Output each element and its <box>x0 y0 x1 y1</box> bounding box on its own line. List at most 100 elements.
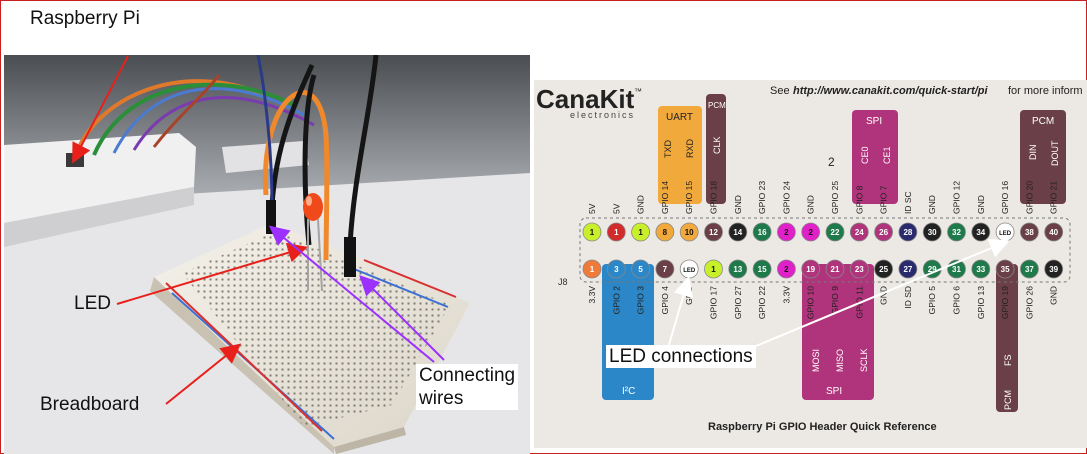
bottom-pin-6-circle <box>704 259 723 279</box>
top-pin-18-number: LED <box>999 231 1012 237</box>
top-label-17: GND <box>976 195 986 214</box>
top-pin-11-circle <box>825 222 845 242</box>
connecting-wires-line1: Connecting <box>419 365 516 386</box>
led-component <box>303 193 323 221</box>
raspberry-pi-label: Raspberry Pi <box>30 8 140 29</box>
bottom-label-13: GND <box>879 286 889 305</box>
top-pin-1-number: 1 <box>590 228 595 237</box>
i2c-label: I²C <box>622 386 635 397</box>
top-pin-7-circle <box>728 222 748 242</box>
top-label-20: GPIO 21 <box>1049 181 1059 214</box>
bottom-label-17: GPIO 13 <box>976 286 986 319</box>
top-pin-2-circle <box>606 222 626 242</box>
bottom-pin-11-number: 21 <box>831 265 840 274</box>
bottom-pin-4-circle <box>655 259 675 279</box>
top-pin-19-number: 38 <box>1025 228 1034 237</box>
wire-connector-right <box>344 237 356 277</box>
top-pin-14-circle <box>898 222 918 242</box>
gpio-reference-card: CanaKit ™ electronics See http://www.can… <box>534 80 1087 448</box>
bottom-label-6: GPIO 17 <box>709 286 719 319</box>
ce0-label: CE0 <box>860 146 870 164</box>
connecting-wires-line2: wires <box>419 388 464 409</box>
raspberry-pi-case <box>4 133 196 223</box>
top-pin-8-number: 16 <box>758 228 767 237</box>
top-pin-19-circle <box>1019 222 1039 242</box>
bottom-pin-7-circle <box>728 259 748 279</box>
bottom-pin-7-number: 13 <box>733 265 742 274</box>
bottom-pin-19-circle <box>1019 259 1039 279</box>
top-label-18: GPIO 16 <box>1000 181 1010 214</box>
top-pin-6-number: 12 <box>709 228 718 237</box>
bottom-label-4: GPIO 4 <box>660 286 670 315</box>
bottom-pin-6-number: 1 <box>711 265 716 274</box>
bottom-pin-2-circle <box>606 259 626 279</box>
top-pin-8-circle <box>752 222 772 242</box>
gpio-card-drawing: CanaKit ™ electronics See http://www.can… <box>534 80 1087 448</box>
bottom-pin-18-number: 35 <box>1001 265 1010 274</box>
top-pin-3-circle <box>631 222 650 242</box>
top-pin-20-circle <box>1044 222 1064 242</box>
top-pin-10-circle <box>801 222 821 242</box>
top-pin-15-number: 30 <box>928 228 937 237</box>
bottom-pin-15-number: 29 <box>928 265 937 274</box>
pcm-block-left <box>706 94 726 204</box>
top-pin-5-number: 10 <box>685 228 694 237</box>
bottom-label-10: GPIO 10 <box>806 286 816 319</box>
url-text: http://www.canakit.com/quick-start/pi <box>793 85 989 97</box>
top-label-12: GPIO 8 <box>854 185 864 214</box>
bottom-label-7: GPIO 27 <box>733 286 743 319</box>
top-pin-2-number: 1 <box>614 228 619 237</box>
bottom-pin-4-number: 7 <box>663 265 668 274</box>
bottom-label-20: GND <box>1049 286 1059 305</box>
top-label-5: GPIO 15 <box>684 181 694 214</box>
ce1-label: CE1 <box>882 146 892 164</box>
dout-label: DOUT <box>1050 140 1060 166</box>
top-pin-20-number: 40 <box>1049 228 1058 237</box>
spi-block-bottom <box>802 264 874 400</box>
top-pin-4-circle <box>655 222 675 242</box>
bottom-pin-20-circle <box>1044 259 1064 279</box>
miso-label: MISO <box>835 349 845 372</box>
top-label-4: GPIO 14 <box>660 181 670 214</box>
top-pin-12-number: 24 <box>855 228 864 237</box>
pcm-label-right: PCM <box>1032 116 1054 127</box>
bottom-label-3: GPIO 3 <box>636 286 646 315</box>
uart-block <box>658 106 702 204</box>
top-pin-7-number: 14 <box>733 228 742 237</box>
top-label-3: GND <box>636 195 646 214</box>
spi-label-bottom: SPI <box>826 386 842 397</box>
brand-logo: CanaKit <box>536 84 635 114</box>
top-label-15: GND <box>927 195 937 214</box>
brand-tm: ™ <box>634 87 642 96</box>
bottom-label-5: GND <box>684 286 694 305</box>
led-label: LED <box>74 293 111 314</box>
top-label-11: GPIO 25 <box>830 181 840 214</box>
bottom-pin-17-number: 33 <box>976 265 985 274</box>
spi-label-top: SPI <box>866 116 882 127</box>
bottom-label-12: GPIO 11 <box>854 286 864 319</box>
top-pin-13-circle <box>874 222 894 242</box>
breadboard-label: Breadboard <box>40 394 140 415</box>
brand-subtitle: electronics <box>570 110 635 120</box>
top-pin-14-number: 28 <box>903 228 912 237</box>
see-text: See <box>770 85 790 97</box>
bottom-pin-3-number: 5 <box>638 265 643 274</box>
j8-label: J8 <box>558 277 568 287</box>
top-pin-11-number: 22 <box>831 228 840 237</box>
uart-label: UART <box>666 112 693 123</box>
bottom-pin-1-circle <box>582 259 602 279</box>
wire-connector-left <box>266 200 276 234</box>
more-info-text: for more inform <box>1008 85 1083 97</box>
sclk-label: SCLK <box>859 348 869 372</box>
bottom-label-18: GPIO 19 <box>1000 286 1010 319</box>
top-label-16: GPIO 12 <box>952 181 962 214</box>
top-pin-17-number: 34 <box>976 228 985 237</box>
led-connections-label: LED connections <box>606 345 756 368</box>
top-label-9: GPIO 24 <box>781 181 791 214</box>
pcm-label-left: PCM <box>708 101 726 110</box>
pcm-block-right <box>1020 110 1066 204</box>
spi-block-top <box>852 110 898 204</box>
txd-label: TXD <box>663 139 673 158</box>
top-label-14: ID SC <box>903 191 913 214</box>
